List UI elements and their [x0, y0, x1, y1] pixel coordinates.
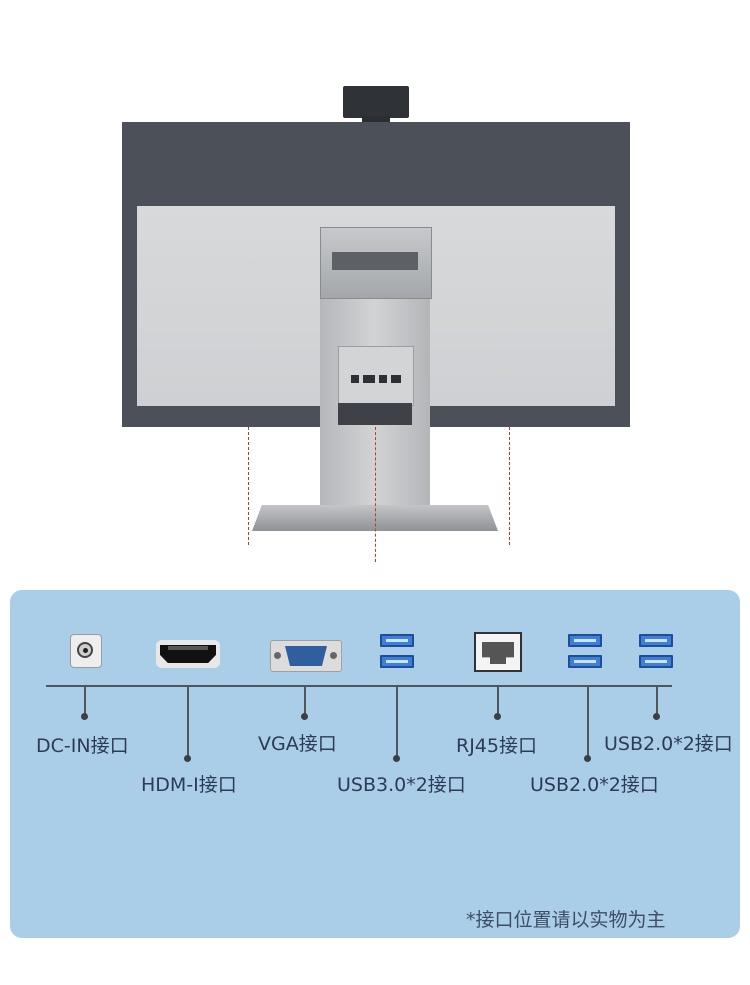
- monitor-rear-illustration: [122, 86, 630, 562]
- usb-port-icon: [568, 655, 602, 668]
- guide-line-left: [248, 427, 249, 545]
- connector-bus-line: [46, 685, 672, 687]
- stand-handle-slot: [332, 252, 418, 270]
- mini-port: [351, 375, 359, 383]
- connector-line-dc: [84, 686, 86, 716]
- label-usb20-b: USB2.0*2接口: [604, 733, 733, 755]
- connector-line-hdmi: [187, 686, 189, 758]
- label-usb30: USB3.0*2接口: [337, 774, 466, 796]
- connector-dot: [301, 713, 308, 720]
- guide-line-right: [509, 427, 510, 545]
- connector-line-rj45: [497, 686, 499, 716]
- connector-line-usb20-b: [656, 686, 658, 716]
- connector-dot: [81, 713, 88, 720]
- rear-port-panel: [338, 346, 414, 406]
- connector-line-vga: [304, 686, 306, 716]
- rj45-port-icon: [474, 632, 522, 672]
- interface-panel: [10, 590, 740, 938]
- webcam-mount: [362, 116, 390, 124]
- footnote: *接口位置请以实物为主: [466, 909, 666, 931]
- mini-port: [363, 375, 375, 383]
- dc-power-jack-icon: [70, 634, 102, 668]
- connector-dot: [584, 755, 591, 762]
- label-hdmi: HDM-I接口: [141, 774, 237, 796]
- connector-dot: [494, 713, 501, 720]
- connector-dot: [393, 755, 400, 762]
- usb-port-icon: [380, 634, 414, 647]
- mini-port: [391, 375, 401, 383]
- connector-dot: [653, 713, 660, 720]
- connector-line-usb20-a: [587, 686, 589, 758]
- label-usb20-a: USB2.0*2接口: [530, 774, 659, 796]
- mini-port: [379, 375, 387, 383]
- label-rj45: RJ45接口: [456, 735, 537, 757]
- usb-port-icon: [639, 655, 673, 668]
- vga-port-icon: [270, 640, 342, 672]
- usb-port-icon: [568, 634, 602, 647]
- hdmi-port-icon: [156, 640, 220, 668]
- label-dc-in: DC-IN接口: [36, 735, 129, 757]
- rear-port-recess: [338, 403, 412, 425]
- label-vga: VGA接口: [258, 733, 337, 755]
- connector-dot: [184, 755, 191, 762]
- usb-port-icon: [639, 634, 673, 647]
- connector-line-usb30: [396, 686, 398, 758]
- usb-port-icon: [380, 655, 414, 668]
- webcam: [343, 86, 409, 118]
- guide-line-center: [375, 427, 376, 562]
